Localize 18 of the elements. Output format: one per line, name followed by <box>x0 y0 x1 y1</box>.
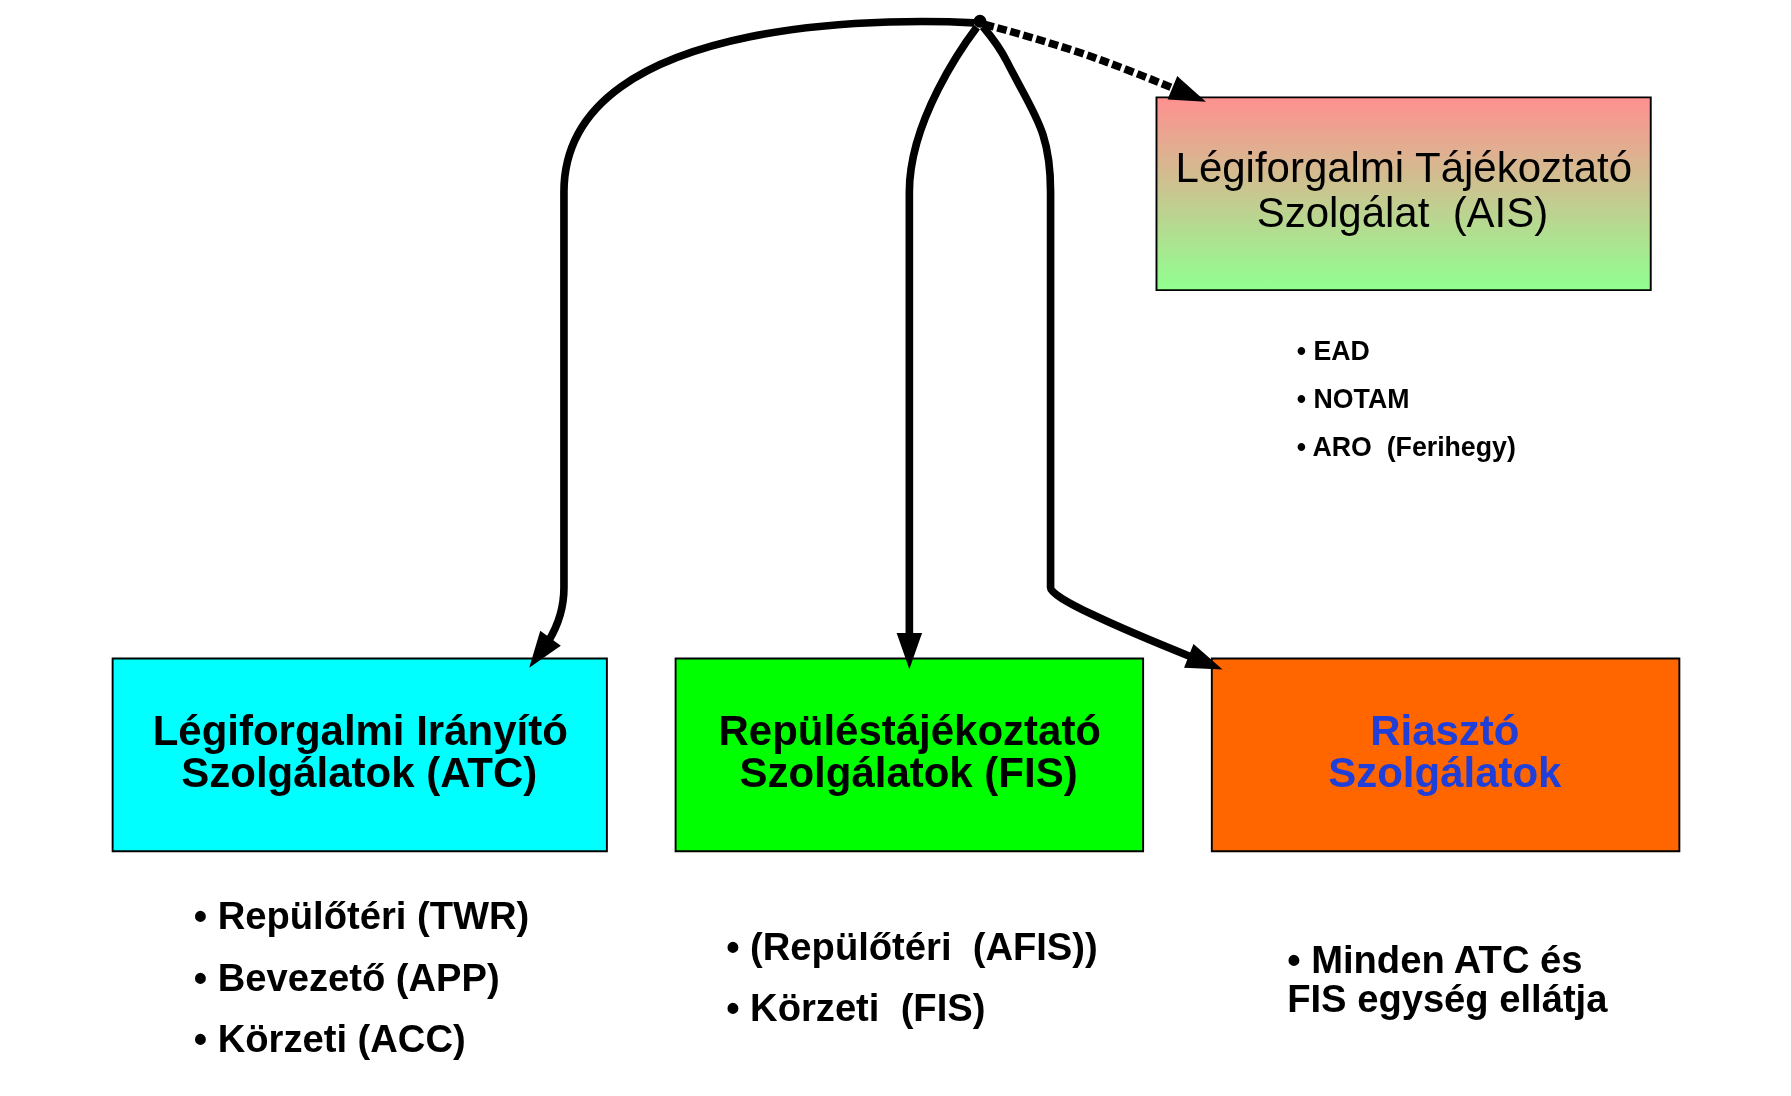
node-label: • Minden ATC és FIS egység ellátja <box>1286 938 1607 1020</box>
node-label: • Bevezető (APP) <box>193 955 500 999</box>
node-box: Riasztó Szolgálatok <box>1210 657 1680 853</box>
node-box: Légiforgalmi Tájékoztató Szolgálat (AIS) <box>1155 96 1652 292</box>
node-label: • Körzeti (ACC) <box>193 1016 466 1060</box>
arrow <box>528 17 974 668</box>
node-label: • (Repülőtéri (AFIS)) <box>725 924 1098 968</box>
node-box: Repüléstájékoztató Szolgálatok (FIS) <box>674 657 1144 853</box>
node-label: • Körzeti (FIS) <box>725 986 985 1030</box>
arrow <box>896 24 980 670</box>
node-label: • ARO (Ferihegy) <box>1296 431 1516 462</box>
node-box: Légiforgalmi Irányító Szolgálatok (ATC) <box>111 657 608 853</box>
arrow <box>979 24 1223 670</box>
node-label: • Repülőtéri (TWR) <box>193 894 529 938</box>
node-point <box>973 14 986 28</box>
node-label: • EAD <box>1296 336 1370 367</box>
arrow <box>983 20 1206 102</box>
node-label: • NOTAM <box>1296 383 1409 414</box>
